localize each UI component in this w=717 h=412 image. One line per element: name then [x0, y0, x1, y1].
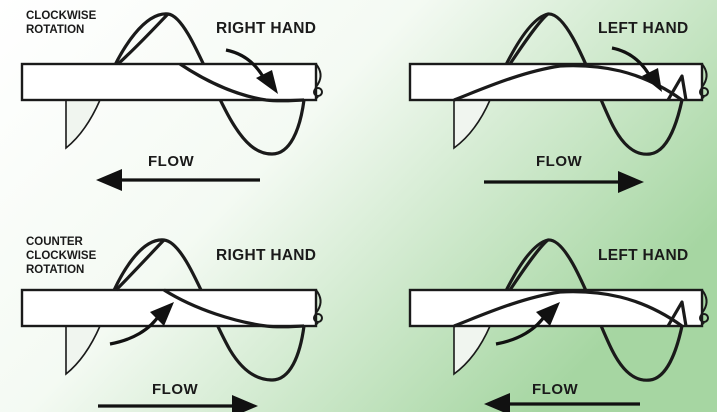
panel-top-left: CLOCKWISE ROTATION RIGHT HAND FLOW: [20, 10, 323, 191]
flow-label: FLOW: [148, 153, 194, 170]
flow-label: FLOW: [152, 381, 198, 398]
flow-label: FLOW: [536, 153, 582, 170]
flow-arrow-left: [96, 169, 122, 191]
flow-arrow-left: [484, 393, 510, 412]
screw-flight-behind: [453, 64, 683, 102]
hand-label: LEFT HAND: [598, 247, 689, 264]
panel-bottom-left: COUNTER CLOCKWISE ROTATION RIGHT HAND FL…: [20, 236, 323, 412]
screw-flight-left: [488, 12, 684, 156]
flow-label: FLOW: [532, 381, 578, 398]
screw-flight-behind: [179, 62, 305, 103]
flow-arrow-right: [618, 171, 644, 193]
rotation-arrow: [536, 302, 560, 326]
rotation-label: CLOCKWISE ROTATION: [26, 10, 99, 36]
flow-arrow-right: [232, 395, 258, 412]
screw-flight-behind: [163, 288, 305, 329]
hand-label: LEFT HAND: [598, 20, 689, 37]
hand-label: RIGHT HAND: [216, 247, 316, 264]
hand-label: RIGHT HAND: [216, 20, 316, 37]
rotation-arrow: [150, 302, 174, 326]
screw-flight-left: [488, 238, 684, 382]
panel-top-right: LEFT HAND FLOW: [408, 12, 709, 193]
screw-flight-behind: [453, 290, 683, 328]
rotation-arrow: [642, 68, 662, 92]
panel-bottom-right: LEFT HAND FLOW: [408, 238, 709, 412]
screw-flight-left: [98, 238, 306, 382]
rotation-arrow: [256, 70, 278, 94]
rotation-label: COUNTER CLOCKWISE ROTATION: [26, 236, 99, 276]
